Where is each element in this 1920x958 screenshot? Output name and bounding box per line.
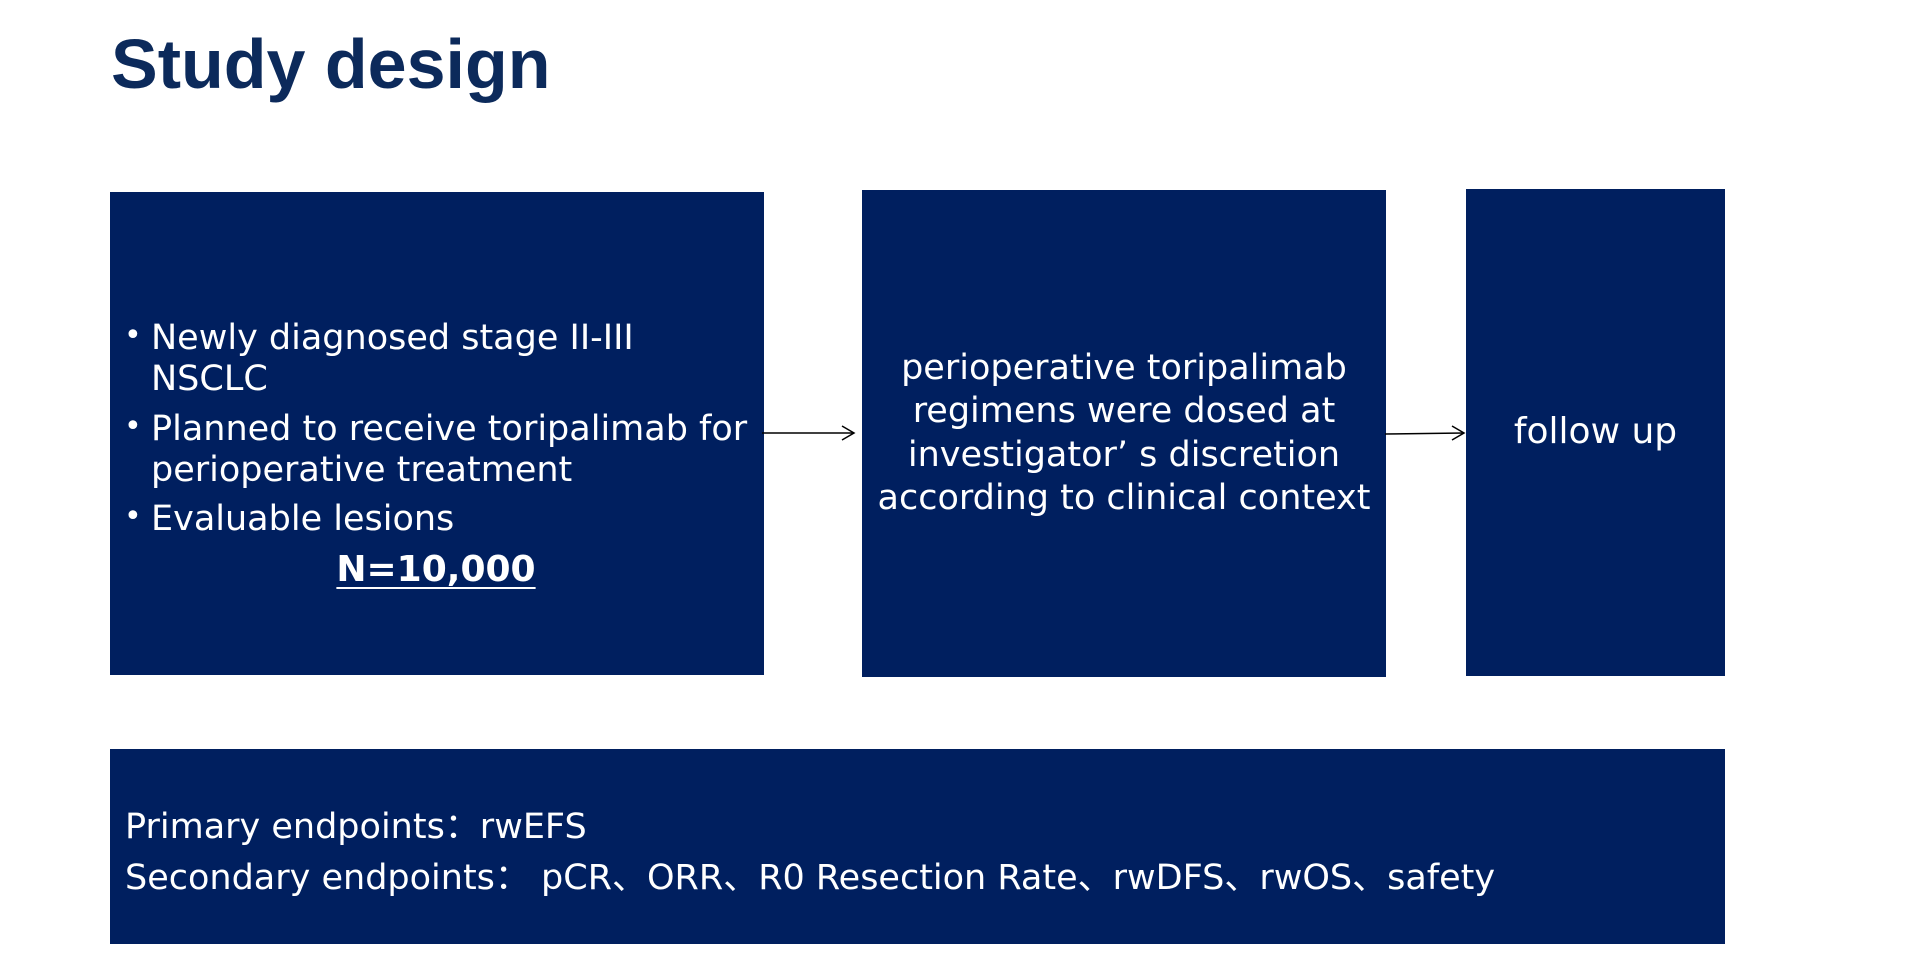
secondary-endpoints: Secondary endpoints： pCR、ORR、R0 Resectio… [125, 857, 1496, 898]
inclusion-criteria-list: Newly diagnosed stage II-III NSCLC Plann… [124, 318, 750, 540]
arrow-treatment-to-followup [1384, 425, 1466, 441]
criterion-item: Newly diagnosed stage II-III NSCLC [124, 318, 750, 401]
slide-title: Study design [111, 25, 551, 103]
population-box: Newly diagnosed stage II-III NSCLC Plann… [110, 192, 764, 675]
followup-text: follow up [1513, 411, 1678, 452]
sample-size: N=10,000 [124, 549, 750, 591]
treatment-text: perioperative toripalimab regimens were … [877, 348, 1371, 518]
sample-size-value: N=10,000 [336, 549, 536, 591]
endpoints-box: Primary endpoints：rwEFS Secondary endpoi… [110, 749, 1725, 944]
primary-endpoints: Primary endpoints：rwEFS [125, 807, 587, 847]
arrow-population-to-treatment [762, 425, 856, 441]
criterion-item: Planned to receive toripalimab for perio… [124, 409, 750, 492]
criterion-item: Evaluable lesions [124, 499, 750, 540]
treatment-box: perioperative toripalimab regimens were … [862, 190, 1386, 677]
followup-box: follow up [1466, 189, 1725, 676]
